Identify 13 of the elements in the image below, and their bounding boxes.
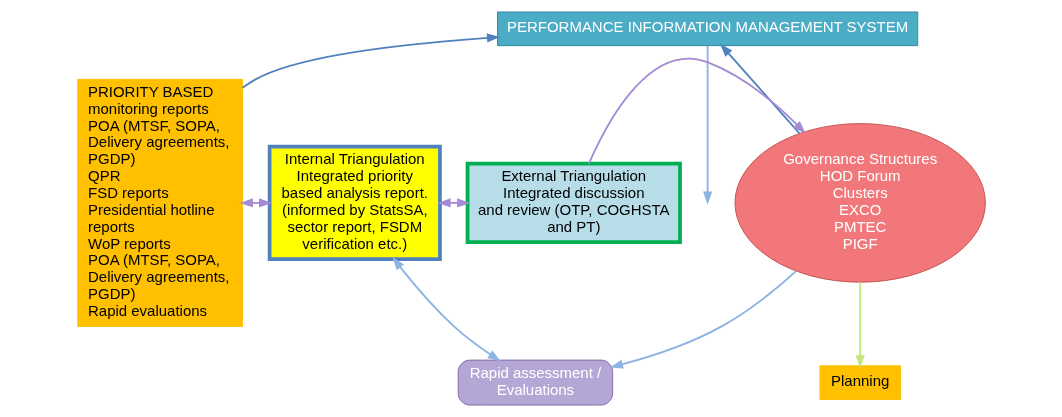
arrow — [855, 281, 865, 369]
arrow — [587, 58, 806, 165]
node-box: Internal Triangulation Integrated priority based analysis report. (informed by StatsSA, sector report, FSDM verification etc.) — [267, 144, 442, 261]
node-box: Planning — [818, 365, 901, 400]
node-box: External Triangulation Integrated discussion and review (OTP, COGHSTA and PT) — [465, 161, 682, 245]
arrow — [702, 45, 712, 205]
arrow — [719, 43, 800, 135]
node-box: Rapid assessment / Evaluations — [457, 359, 613, 406]
arrow — [609, 270, 797, 369]
node-box: PRIORITY BASED monitoring reports POA (MTSF, SOPA, Delivery agreements, PGDP) QPR FSD reports Presidential hotline reports WoP reports POA (MTSF, SOPA, Delivery agreements, PGDP) Rapid evaluations — [76, 78, 243, 327]
arrow — [241, 33, 500, 89]
node-box: PERFORMANCE INFORMATION MANAGEMENT SYSTEM — [496, 11, 918, 47]
arrow — [391, 257, 501, 362]
